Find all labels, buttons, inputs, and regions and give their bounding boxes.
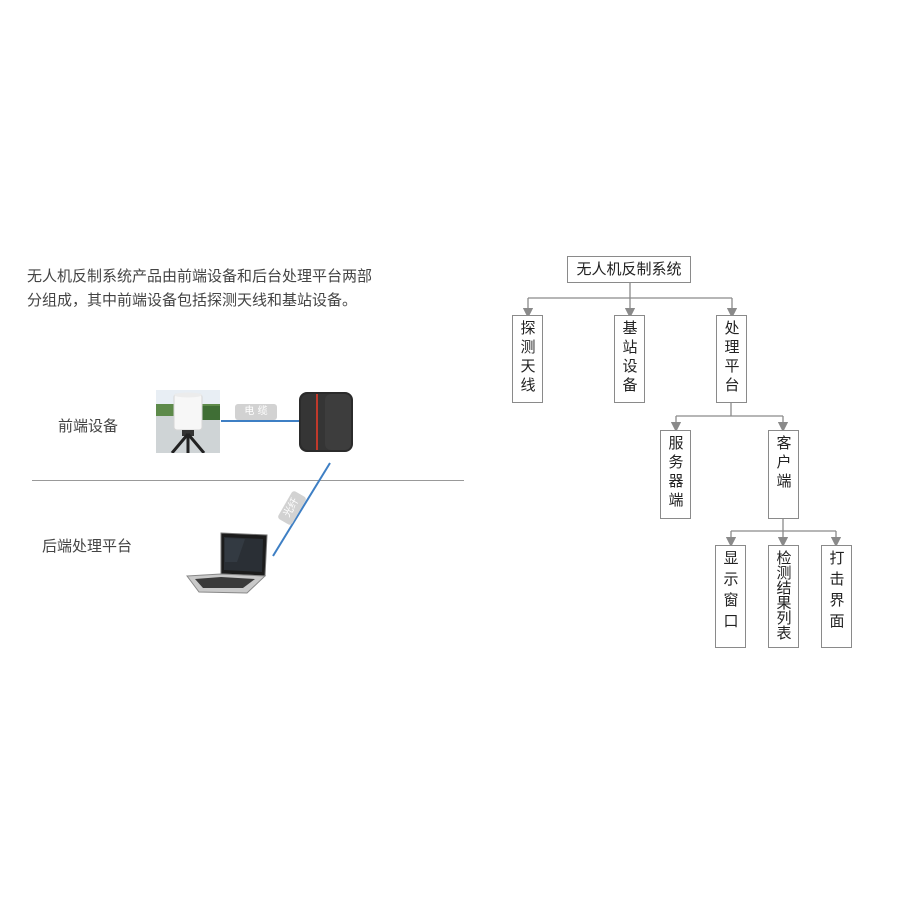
node-strike-interface-label: 打击界面 [827,550,846,634]
intro-line-2: 分组成，其中前端设备包括探测天线和基站设备。 [27,291,358,309]
intro-line-1: 无人机反制系统产品由前端设备和后台处理平台两部 [27,267,373,285]
intro-text: 无人机反制系统产品由前端设备和后台处理平台两部 分组成，其中前端设备包括探测天线… [27,264,407,312]
node-processing-platform: 处理平台 [716,315,747,403]
node-display-window-label: 显示窗口 [721,550,740,634]
antenna-image [156,390,220,453]
node-strike-interface: 打击界面 [821,545,852,648]
node-client: 客户端 [768,430,799,519]
node-detection-list: 检测结果列表 [768,545,799,648]
laptop-image [185,532,269,594]
node-display-window: 显示窗口 [715,545,746,648]
node-base-station: 基站设备 [614,315,645,403]
node-detect-antenna: 探测天线 [512,315,543,403]
front-device-label: 前端设备 [58,417,119,435]
node-processing-platform-label: 处理平台 [722,320,741,396]
node-client-label: 客户端 [774,435,793,492]
backend-platform-label: 后端处理平台 [42,537,133,555]
node-detect-antenna-label: 探测天线 [518,320,537,396]
node-detection-list-label: 检测结果列表 [774,550,793,640]
node-root: 无人机反制系统 [567,256,691,283]
electric-cable-line [221,420,300,422]
fiber-cable-line [272,462,331,557]
electric-cable-label: 电 缆 [235,404,277,420]
node-base-station-label: 基站设备 [620,320,639,396]
base-station-image [297,390,355,454]
node-server: 服务器端 [660,430,691,519]
node-server-label: 服务器端 [666,435,685,511]
section-divider [32,480,464,481]
